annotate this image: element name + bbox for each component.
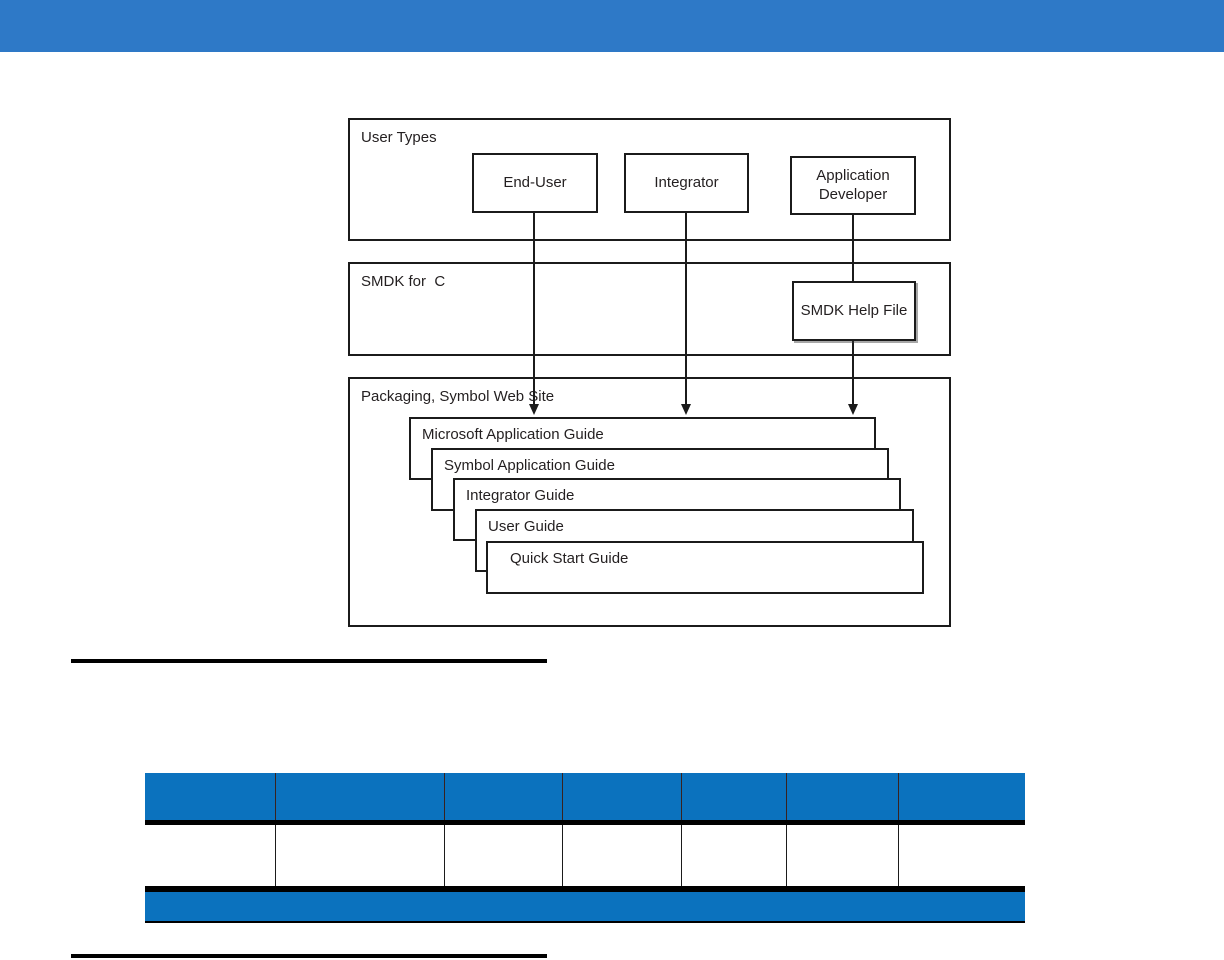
smdk-help-file-box: SMDK Help File: [792, 281, 916, 341]
table-body-cell: [145, 825, 276, 886]
page-header-bar: [0, 0, 1224, 52]
table-body-cell: [563, 825, 682, 886]
table-body-separator: [145, 886, 1025, 892]
table-body-row: [145, 825, 1025, 886]
connector-line-integrator: [685, 212, 687, 410]
table-body-cell: [445, 825, 563, 886]
user-types-container: User Types: [348, 118, 951, 241]
guide-box-quick-start-guide: Quick Start Guide: [486, 541, 924, 594]
packaging-container: Packaging, Symbol Web Site: [348, 377, 951, 627]
table-footer-row: [145, 892, 1025, 923]
integrator-box: Integrator: [624, 153, 749, 213]
guide-label: User Guide: [488, 518, 564, 535]
integrator-label: Integrator: [654, 173, 719, 191]
application-developer-box: Application Developer: [790, 156, 916, 215]
arrowhead-end-user: [529, 404, 539, 415]
end-user-label: End-User: [503, 173, 567, 191]
packaging-label: Packaging, Symbol Web Site: [361, 388, 555, 405]
table-header-cell: [145, 773, 276, 820]
guide-label: Integrator Guide: [466, 487, 575, 504]
table-header-separator: [145, 820, 1025, 825]
smdk-container: SMDK for C: [348, 262, 951, 356]
section-divider-line-top: [71, 659, 547, 663]
table-header-cell: [682, 773, 787, 820]
table-header-cell: [787, 773, 899, 820]
table-body-cell: [276, 825, 445, 886]
table: [145, 773, 1025, 923]
application-developer-label: Application Developer: [816, 166, 890, 203]
table-body-cell: [787, 825, 899, 886]
table-header-cell: [899, 773, 1025, 820]
table-header-row: [145, 773, 1025, 820]
table-header-cell: [276, 773, 445, 820]
table-body-cell: [899, 825, 1025, 886]
guide-label: Quick Start Guide: [510, 550, 629, 567]
smdk-help-file-label: SMDK Help File: [800, 301, 908, 319]
arrowhead-integrator: [681, 404, 691, 415]
table-body-cell: [682, 825, 787, 886]
guide-label: Symbol Application Guide: [444, 457, 615, 474]
table-header-cell: [563, 773, 682, 820]
end-user-box: End-User: [472, 153, 598, 213]
smdk-label: SMDK for C: [361, 273, 446, 290]
user-types-label: User Types: [361, 129, 437, 146]
connector-line-end-user: [533, 212, 535, 410]
table-header-cell: [445, 773, 563, 820]
guide-label: Microsoft Application Guide: [422, 426, 604, 443]
section-divider-line-bottom: [71, 954, 547, 958]
arrowhead-application-developer: [848, 404, 858, 415]
